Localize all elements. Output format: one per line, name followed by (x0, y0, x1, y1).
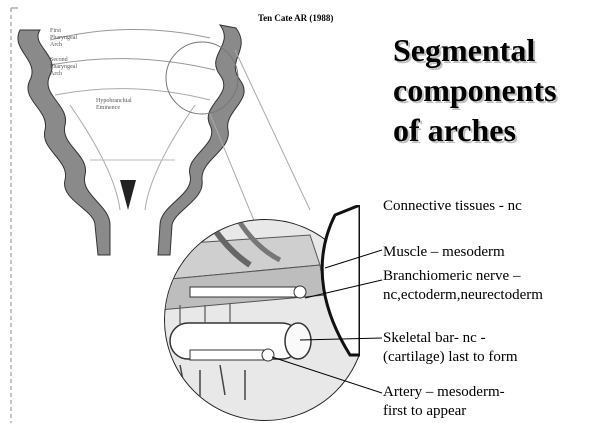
image-credit: Ten Cate AR (1988) (258, 13, 333, 23)
label-connective-tissues: Connective tissues - nc (383, 197, 522, 216)
label-muscle: Muscle – mesoderm (383, 243, 505, 262)
slide-title: Segmental components of arches (393, 30, 603, 150)
label-branchiomeric-nerve: Branchiomeric nerve – nc,ectoderm,neurec… (383, 267, 543, 305)
label-artery: Artery – mesoderm- first to appear (383, 383, 505, 421)
label-skeletal-bar: Skeletal bar- nc - (cartilage) last to f… (383, 329, 518, 367)
